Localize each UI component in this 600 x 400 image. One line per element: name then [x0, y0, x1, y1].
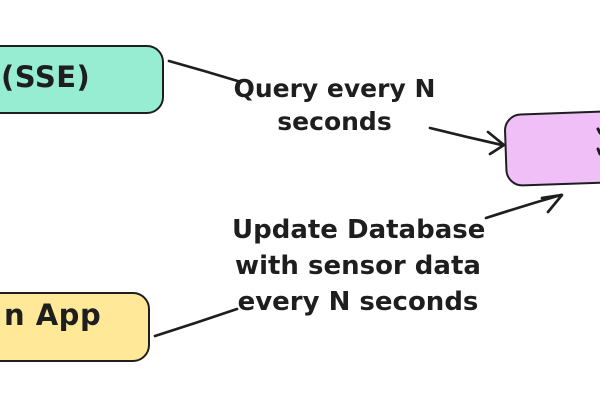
node-app-box — [0, 292, 150, 362]
query-arrow-segment-2 — [428, 126, 504, 147]
update-edge-label-line-1: Update Database — [232, 215, 486, 245]
query-edge-label: Query every N seconds — [232, 72, 437, 138]
update-arrow-segment-2 — [484, 193, 563, 220]
query-arrow-segment-1 — [167, 59, 243, 84]
node-sse-box — [0, 45, 164, 114]
update-edge-label: Update Database with sensor data every N… — [232, 212, 486, 320]
update-arrowhead — [540, 193, 564, 214]
node-sse-label: (SSE) — [1, 60, 91, 94]
update-edge-label-line-2: with sensor data — [235, 251, 481, 281]
update-arrow-segment-1 — [153, 307, 239, 338]
node-database-box — [503, 109, 600, 187]
query-edge-label-line-2: seconds — [277, 107, 392, 136]
query-edge-label-line-1: Query every N — [233, 74, 436, 103]
update-edge-label-line-3: every N seconds — [237, 287, 479, 317]
node-app-label: n App — [4, 298, 102, 332]
query-arrowhead — [486, 130, 506, 156]
